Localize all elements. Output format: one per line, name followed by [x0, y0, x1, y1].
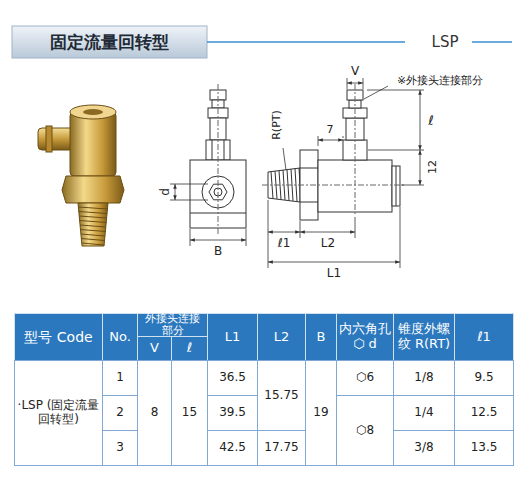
- table-cell: 15: [171, 360, 208, 466]
- side-view: [262, 84, 406, 220]
- leader-line: [364, 86, 388, 99]
- table-header-cell: L1: [207, 313, 258, 361]
- table-cell: 1: [102, 360, 138, 396]
- table-cell: 13.5: [454, 430, 514, 466]
- side-dimensions: [268, 78, 424, 268]
- leader-line: [283, 148, 286, 170]
- table-cell: 9.5: [454, 360, 514, 396]
- table-cell: 12.5: [454, 395, 514, 431]
- table-cell: 1/4: [393, 395, 455, 431]
- table-header-cell: B: [305, 313, 337, 361]
- table-cell: 3/8: [393, 430, 455, 466]
- table-header-cell: ℓ: [171, 336, 208, 361]
- table-cell: 39.5: [207, 395, 258, 431]
- section-title: 固定流量回转型: [12, 26, 207, 58]
- table-header-cell: 外接头连接部分: [137, 313, 208, 337]
- table-cell: 8: [137, 360, 172, 466]
- table-cell: 2: [102, 395, 138, 431]
- table-cell: 42.5: [207, 430, 258, 466]
- table-cell: 17.75: [257, 430, 306, 466]
- front-view: [190, 84, 246, 234]
- dimension-label: L2: [320, 237, 336, 249]
- dimension-label: d: [159, 187, 171, 197]
- table-header-cell: No.: [102, 313, 138, 361]
- dimension-label: V: [350, 65, 360, 77]
- table-header-cell: L2: [257, 313, 306, 361]
- table-header-cell: V: [137, 336, 172, 361]
- table-header-cell: 内六角孔 ⬡ d: [336, 313, 394, 361]
- dimension-label: 7: [326, 124, 335, 135]
- table-cell: ·LSP (固定流量回转型): [14, 360, 103, 466]
- front-dimensions: [170, 184, 246, 246]
- fitting-photo: [38, 105, 124, 246]
- table-header-cell: 型号 Code: [14, 313, 103, 361]
- dimension-label: 12: [427, 159, 438, 175]
- title-rule: [207, 41, 405, 43]
- dimension-label: L1: [326, 267, 342, 279]
- table-cell: 36.5: [207, 360, 258, 396]
- table-cell: 15.75: [257, 360, 306, 431]
- series-code: LSP: [431, 35, 460, 50]
- note-text: ※外接头连接部分: [396, 75, 484, 86]
- dimension-label: B: [213, 245, 223, 257]
- dimension-label: ℓ1: [277, 237, 292, 249]
- table-header-cell: 锥度外螺纹 R(RT): [393, 313, 455, 361]
- title-tab: [12, 26, 207, 58]
- table-cell: ⬡6: [336, 360, 394, 396]
- table-cell: ⬡8: [336, 395, 394, 466]
- dimension-label: ℓ: [427, 114, 434, 127]
- table-header-cell: ℓ1: [454, 313, 514, 361]
- table-cell: 19: [305, 360, 337, 466]
- title-rule: [472, 41, 512, 43]
- dimension-label: R(PT): [271, 109, 282, 141]
- table-cell: 3: [102, 430, 138, 466]
- table-cell: 1/8: [393, 360, 455, 396]
